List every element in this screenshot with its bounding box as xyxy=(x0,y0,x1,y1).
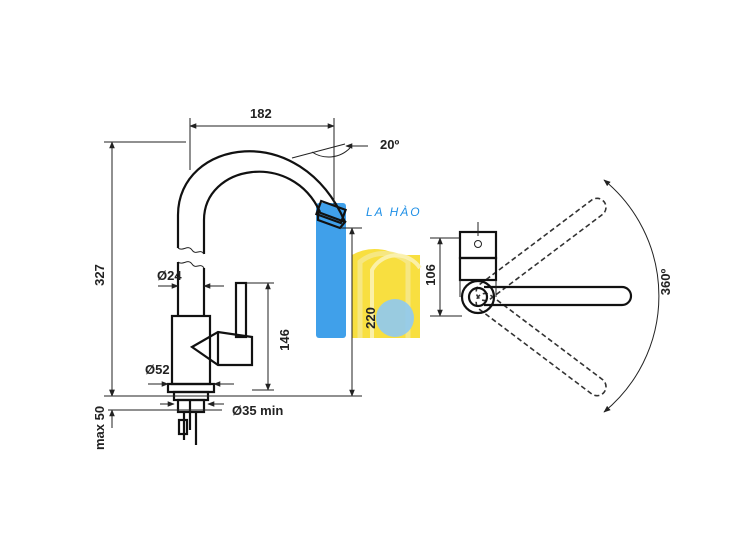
cartridge-housing xyxy=(189,330,254,367)
faucet-front-view xyxy=(108,150,348,445)
spout-inner-edge xyxy=(202,170,322,254)
logo-yellow-stripe-2 xyxy=(370,253,422,338)
lever-position-down xyxy=(475,292,607,397)
watermark-logo: LA HÀO xyxy=(316,203,422,338)
lever-down-outline xyxy=(475,292,607,397)
spout-housing-lower xyxy=(458,256,498,282)
logo-blue-dot xyxy=(376,299,414,337)
aerator xyxy=(314,199,348,225)
front-dimensions: 182 20º 327 Ø24 146 220 Ø52 Ø35 min xyxy=(92,106,399,450)
label-rotation: 360º xyxy=(658,269,673,296)
housing-hole xyxy=(474,240,482,248)
spout-outer-edge xyxy=(176,150,347,248)
label-deck-thickness: max 50 xyxy=(92,406,107,450)
lever-top-solid xyxy=(484,285,633,307)
hub-inner xyxy=(467,286,489,308)
top-dimensions: 106 360º xyxy=(423,179,673,413)
faucet-top-view xyxy=(458,197,633,397)
label-total-height: 327 xyxy=(92,264,107,286)
label-hole-diameter: Ø35 min xyxy=(232,403,283,418)
lever-handle xyxy=(234,281,248,339)
hose-fitting xyxy=(177,418,189,436)
rotation-arc xyxy=(603,179,660,413)
label-handle-width: 106 xyxy=(423,264,438,286)
logo-blue-bar xyxy=(316,203,346,338)
label-angle: 20º xyxy=(380,137,399,152)
label-spout-height: 220 xyxy=(363,307,378,329)
label-base-diameter: Ø52 xyxy=(145,362,170,377)
label-reach: 182 xyxy=(250,106,272,121)
base-plate xyxy=(166,382,216,394)
angle-ref-line xyxy=(291,143,346,159)
angle-arc xyxy=(311,147,351,158)
faucet-body xyxy=(170,314,212,386)
label-spout-diameter: Ø24 xyxy=(157,268,182,283)
spout-break-top xyxy=(177,247,205,255)
label-handle-height: 146 xyxy=(277,329,292,351)
logo-yellow-stripe xyxy=(357,251,411,338)
spout-break-bottom xyxy=(177,261,205,269)
watermark-text: LA HÀO xyxy=(366,204,422,219)
